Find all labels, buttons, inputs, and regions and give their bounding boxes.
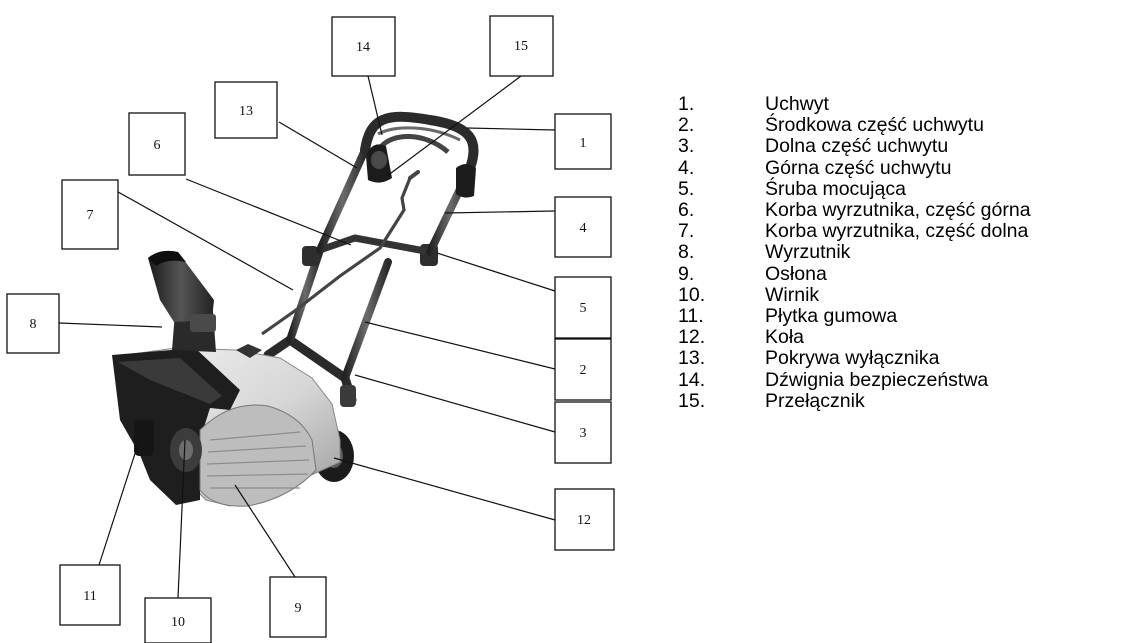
legend-label: Koła [765,326,805,349]
callout-box-10: 10 [144,597,212,643]
leader-line-12 [333,457,556,521]
legend-number: 10. [678,283,706,306]
legend-label: Uchwyt [765,93,829,115]
callout-box-8: 8 [6,293,60,354]
leader-line-4 [444,210,556,214]
legend-number: 9. [678,262,695,285]
leader-line-1 [466,127,556,131]
legend-number: 1. [678,93,695,115]
legend-item: 7. Korba wyrzutnika, część dolna [678,221,1031,242]
legend-item: 6. Korba wyrzutnika, część górna [678,199,1031,222]
legend-label: Pokrywa wyłącznika [765,347,940,370]
legend-number: 15. [678,389,706,412]
legend-item: 11. Płytka gumowa [678,305,1031,328]
svg-text:15: 15 [514,39,528,54]
legend-label: Dolna część uchwytu [765,135,949,158]
leader-line-7 [110,187,294,291]
callout-box-4: 4 [554,196,612,258]
legend-number: 6. [678,199,695,222]
leader-line-11 [98,437,141,566]
svg-text:9: 9 [295,601,302,616]
svg-text:8: 8 [30,317,37,332]
legend-item: 4. Górna część uchwytu [678,156,1031,179]
leader-line-13 [278,121,358,169]
legend-number: 13. [678,347,706,370]
svg-text:10: 10 [171,615,185,630]
svg-text:5: 5 [580,301,587,316]
legend-number: 4. [678,156,695,179]
leader-line-5 [436,252,556,292]
parts-legend: 1. Uchwyt 2. Środkowa część uchwytu 3. Doln… [678,93,1031,412]
legend-number: 7. [678,220,695,243]
legend-label: Wirnik [765,283,820,306]
callout-box-6: 6 [128,112,186,176]
callout-box-1: 1 [554,113,612,170]
legend-label: Osłona [765,262,827,285]
callout-box-2: 2 [554,338,612,401]
legend-label: Płytka gumowa [765,305,898,328]
legend-label: Śruba mocująca [765,177,906,200]
callout-box-7: 7 [61,179,119,250]
leader-line-8 [58,322,163,328]
callout-box-13: 13 [214,81,278,139]
callout-box-3: 3 [554,401,612,464]
callout-box-14: 14 [331,16,396,77]
legend-number: 5. [678,177,695,200]
legend-label: Przełącznik [765,389,865,412]
svg-text:12: 12 [577,513,591,528]
legend-label: Korba wyrzutnika, część górna [765,199,1031,222]
leader-line-2 [364,321,556,370]
svg-text:1: 1 [580,136,587,151]
snow-thrower-illustration [112,111,479,507]
leader-line-10 [177,439,186,599]
callout-box-5: 5 [554,276,612,339]
legend-label: Korba wyrzutnika, część dolna [765,220,1029,243]
callout-labels: 1 2 3 4 5 6 7 8 9 10 11 12 13 14 15 [6,15,615,643]
svg-text:14: 14 [356,40,370,55]
legend-number: 14. [678,368,706,391]
legend-number: 11. [678,305,704,328]
leader-lines [58,75,556,599]
legend-number: 12. [678,326,706,349]
svg-text:2: 2 [580,363,587,378]
svg-text:4: 4 [580,221,587,236]
svg-text:11: 11 [83,589,96,604]
callout-box-9: 9 [269,576,327,638]
legend-item: 14. Dźwignia bezpieczeństwa [678,368,1031,391]
legend-item: 13. Pokrywa wyłącznika [678,348,1031,369]
legend-item: 9. Osłona [678,262,1031,285]
legend-item: 2. Środkowa część uchwytu [678,115,1031,136]
legend-item: 3. Dolna część uchwytu [678,136,1031,157]
legend-item: 1. Uchwyt [678,93,1031,115]
svg-text:13: 13 [239,104,253,119]
legend-label: Dźwignia bezpieczeństwa [765,368,989,391]
leader-line-9 [234,484,296,578]
legend-item: 12. Koła [678,327,1031,348]
legend-item: 15. Przełącznik [678,389,1031,412]
legend-label: Środkowa część uchwytu [765,114,984,137]
legend-number: 3. [678,135,695,158]
legend-item: 10. Wirnik [678,283,1031,306]
legend-label: Górna część uchwytu [765,156,952,179]
legend-label: Wyrzutnik [765,241,851,264]
callout-box-15: 15 [489,15,554,77]
legend-item: 8. Wyrzutnik [678,242,1031,263]
svg-text:7: 7 [87,208,94,223]
leader-line-15 [386,75,522,177]
leader-line-14 [367,75,383,136]
svg-text:6: 6 [154,138,161,153]
legend-number: 8. [678,241,695,264]
legend-item: 5. Śruba mocująca [678,177,1031,200]
callout-box-11: 11 [59,564,121,626]
legend-number: 2. [678,114,695,137]
leader-line-3 [354,374,556,433]
callout-box-12: 12 [554,488,615,551]
leader-line-6 [185,178,352,246]
svg-text:3: 3 [580,426,587,441]
